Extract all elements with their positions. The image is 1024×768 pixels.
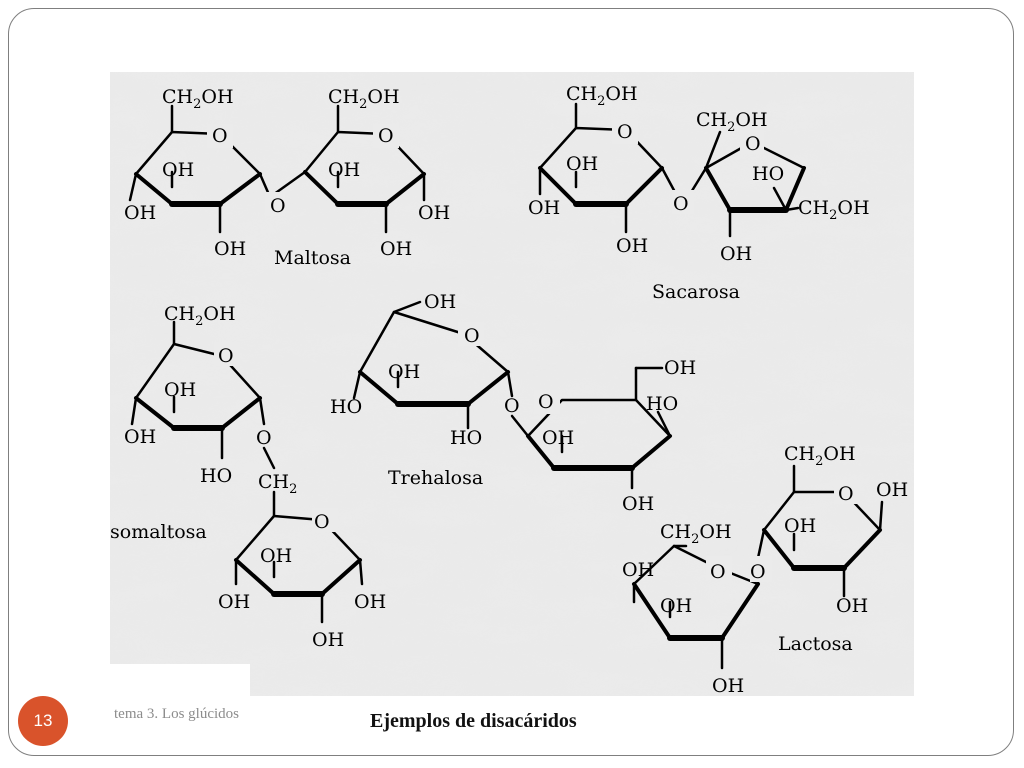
figure-corner-patch (110, 664, 250, 696)
structures-svg: CH2OH CH2OH O O OH OH OH OH O OH OH Malt… (110, 72, 914, 696)
trehalosa-ring-o-2: O (538, 391, 554, 413)
maltosa-structure (128, 104, 426, 234)
maltosa-oh-f: OH (380, 238, 412, 260)
lactosa-oh-b: OH (784, 515, 816, 537)
sacarosa-oh-a: OH (566, 153, 598, 175)
trehalosa-ho-b: HO (450, 427, 482, 449)
sacarosa-ring-o-2: O (745, 133, 761, 155)
disaccharides-figure: CH2OH CH2OH O O OH OH OH OH O OH OH Malt… (110, 72, 914, 696)
sacarosa-ring-o-1: O (617, 121, 633, 143)
maltosa-oh-d: OH (214, 238, 246, 260)
lactosa-ch2oh-2: CH2OH (660, 521, 732, 547)
trehalosa-oh-a: OH (388, 361, 420, 383)
sacarosa-ho: HO (752, 163, 784, 185)
marble-texture (110, 72, 914, 696)
isomaltosa-structure (130, 320, 364, 624)
lactosa-oh-a: OH (876, 479, 908, 501)
slide-title: Ejemplos de disacáridos (370, 710, 577, 732)
lactosa-oh-f: OH (712, 675, 744, 696)
maltosa-oh-a: OH (162, 159, 194, 181)
lactosa-oh-c: OH (836, 595, 868, 617)
trehalosa-ring-o-1: O (464, 325, 480, 347)
isomaltosa-bridge-o: O (256, 427, 272, 449)
isomaltosa-ring-o-2: O (314, 511, 330, 533)
isomaltosa-oh-c: OH (260, 545, 292, 567)
lactosa-oh-d: OH (622, 559, 654, 581)
trehalosa-oh-d: OH (622, 493, 654, 515)
trehalosa-oh-top: OH (424, 291, 456, 313)
maltosa-bridge-o: O (270, 195, 286, 217)
lactosa-label: Lactosa (778, 633, 853, 655)
lactosa-bridge-o: O (750, 561, 766, 583)
maltosa-ring-o-2: O (378, 125, 394, 147)
isomaltosa-ho: HO (200, 465, 232, 487)
isomaltosa-label: somaltosa (110, 521, 207, 543)
trehalosa-ho-a: HO (330, 396, 362, 418)
maltosa-oh-b: OH (328, 159, 360, 181)
isomaltosa-oh-e: OH (354, 591, 386, 613)
isomaltosa-oh-f: OH (312, 629, 344, 651)
trehalosa-bridge-o: O (504, 395, 520, 417)
isomaltosa-ring-o-1: O (218, 345, 234, 367)
maltosa-label: Maltosa (274, 247, 351, 269)
trehalosa-oh-b: OH (664, 357, 696, 379)
lactosa-ring-o-1: O (838, 483, 854, 505)
sacarosa-label: Sacarosa (652, 281, 740, 303)
maltosa-oh-e: OH (418, 202, 450, 224)
sacarosa-oh-c: OH (616, 235, 648, 257)
lactosa-oh-e: OH (660, 595, 692, 617)
isomaltosa-oh-a: OH (164, 379, 196, 401)
trehalosa-ho-c: HO (646, 393, 678, 415)
sacarosa-structure (538, 102, 806, 238)
sacarosa-oh-d: OH (720, 243, 752, 265)
lactosa-structure (632, 464, 884, 670)
maltosa-oh-c: OH (124, 202, 156, 224)
isomaltosa-oh-b: OH (124, 426, 156, 448)
trehalosa-label: Trehalosa (388, 467, 483, 489)
lactosa-ring-o-2: O (710, 561, 726, 583)
footer-text: tema 3. Los glúcidos (114, 706, 239, 722)
sacarosa-bridge-o: O (673, 193, 689, 215)
slide-number-badge: 13 (18, 696, 68, 746)
lactosa-ch2oh-1: CH2OH (784, 443, 856, 469)
sacarosa-oh-b: OH (528, 197, 560, 219)
trehalosa-structure (352, 300, 672, 490)
trehalosa-oh-c: OH (542, 427, 574, 449)
isomaltosa-oh-d: OH (218, 591, 250, 613)
maltosa-ring-o-1: O (212, 125, 228, 147)
